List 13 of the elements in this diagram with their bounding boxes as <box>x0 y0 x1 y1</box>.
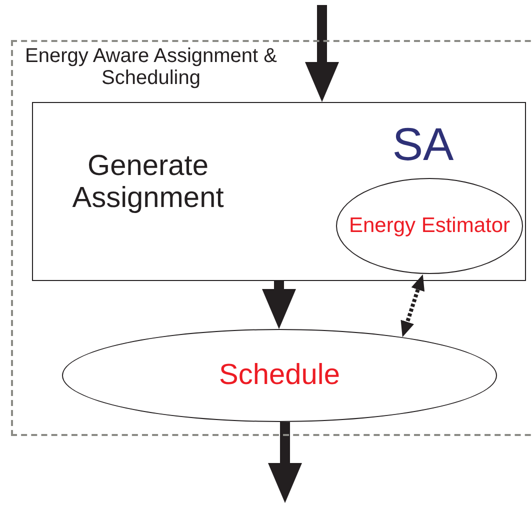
ellipse-label: Energy Estimator <box>348 214 510 238</box>
ellipse-label: Schedule <box>219 360 340 392</box>
box-label: Generate Assignment <box>71 151 225 215</box>
process-ellipse <box>62 329 497 422</box>
arrow <box>305 5 339 102</box>
arrow <box>400 274 425 338</box>
process-box <box>32 102 526 281</box>
dashed-boundary <box>11 40 532 436</box>
arrow <box>268 422 302 503</box>
process-ellipse <box>336 178 523 274</box>
box-title: SA <box>391 119 455 170</box>
arrow <box>262 281 296 329</box>
group-heading: Energy Aware Assignment & Scheduling <box>24 45 278 89</box>
